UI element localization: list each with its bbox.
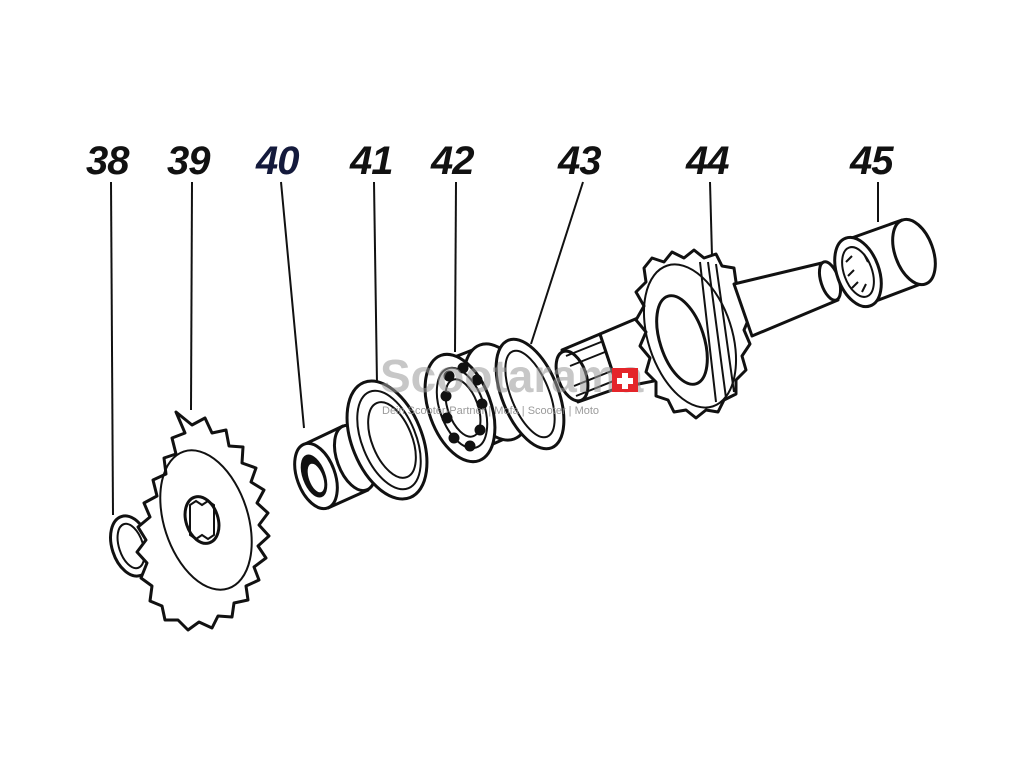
leader-39 (190, 181, 193, 411)
leader-40 (280, 181, 305, 429)
part-41-oil-seal (345, 379, 429, 501)
callout-40: 40 (255, 139, 299, 183)
callout-43: 43 (557, 139, 601, 183)
part-44-shaft-gear (554, 248, 843, 420)
callout-42: 42 (430, 139, 474, 183)
part-43-washer (494, 337, 566, 451)
leader-43 (530, 181, 584, 345)
callout-38: 38 (86, 139, 130, 183)
leader-42 (454, 181, 457, 353)
part-45-needle-bearing (833, 217, 937, 309)
watermark: Scootarama Dein Scooter-Partner | Mofa |… (380, 350, 644, 417)
watermark-swiss-cross (617, 373, 633, 389)
watermark-tagline: Dein Scooter-Partner | Mofa | Scooter | … (382, 405, 599, 417)
part-39-sprocket (135, 410, 271, 632)
leader-38 (110, 181, 114, 516)
callout-44: 44 (685, 139, 729, 183)
callout-41: 41 (349, 139, 393, 183)
leader-lines (110, 181, 879, 516)
callout-45: 45 (849, 139, 894, 183)
callout-39: 39 (167, 139, 211, 183)
bearing-balls (440, 362, 488, 452)
watermark-name: Scootarama (380, 350, 644, 402)
leader-41 (373, 181, 378, 385)
leader-44 (709, 181, 713, 257)
